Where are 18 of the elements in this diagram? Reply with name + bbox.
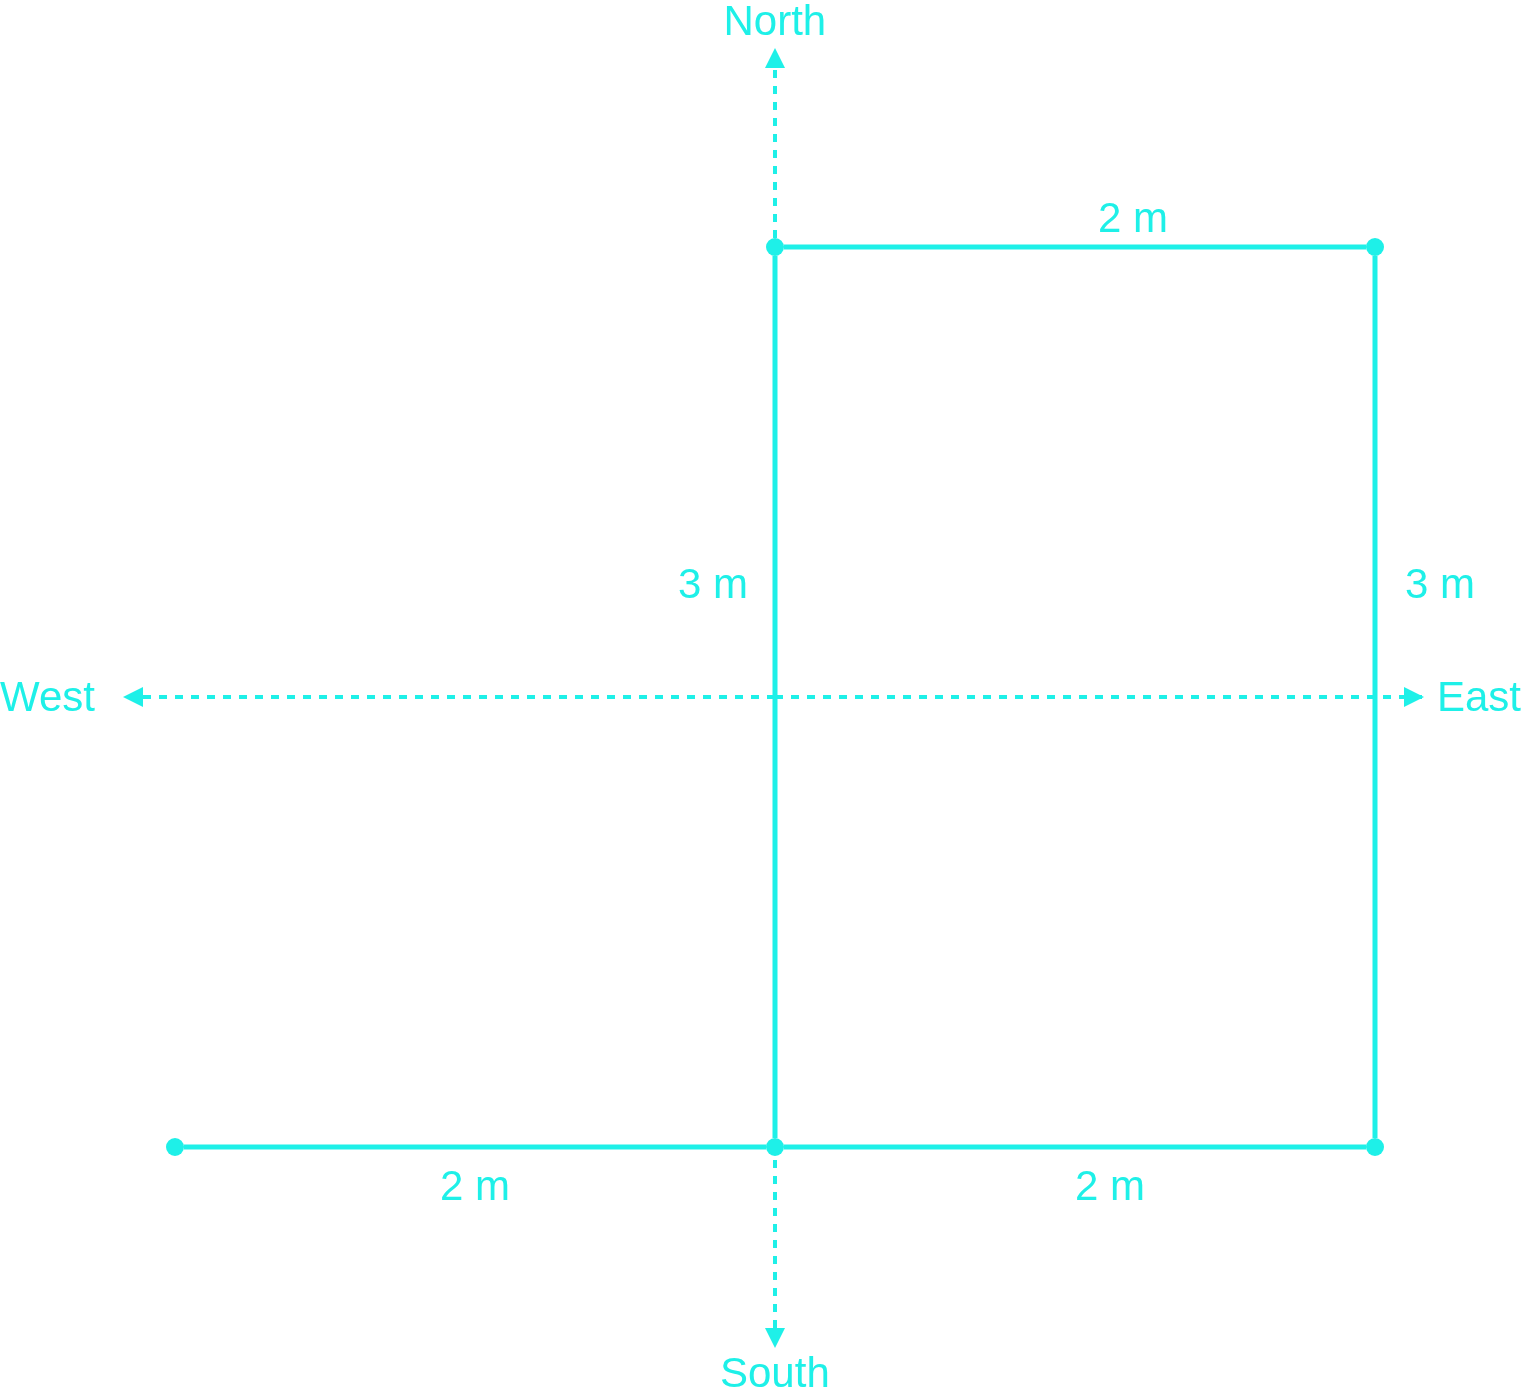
- line-segment: [784, 1144, 1366, 1150]
- length-label: 3 m: [1405, 563, 1475, 605]
- point-dot: [1366, 238, 1384, 256]
- length-label: 2 m: [440, 1165, 510, 1207]
- line-segment: [784, 244, 1366, 250]
- direction-label: South: [720, 1352, 830, 1391]
- length-label: 2 m: [1098, 197, 1168, 239]
- direction-label: West: [0, 676, 95, 718]
- direction-label: North: [723, 0, 827, 42]
- line-segment: [1372, 256, 1378, 1138]
- line-segment: [772, 256, 778, 1138]
- point-dot: [766, 238, 784, 256]
- length-label: 3 m: [678, 563, 748, 605]
- point-dot: [1366, 1138, 1384, 1156]
- point-dot: [166, 1138, 184, 1156]
- point-dot: [766, 1138, 784, 1156]
- length-label: 2 m: [1075, 1165, 1145, 1207]
- direction-label: East: [1437, 676, 1522, 718]
